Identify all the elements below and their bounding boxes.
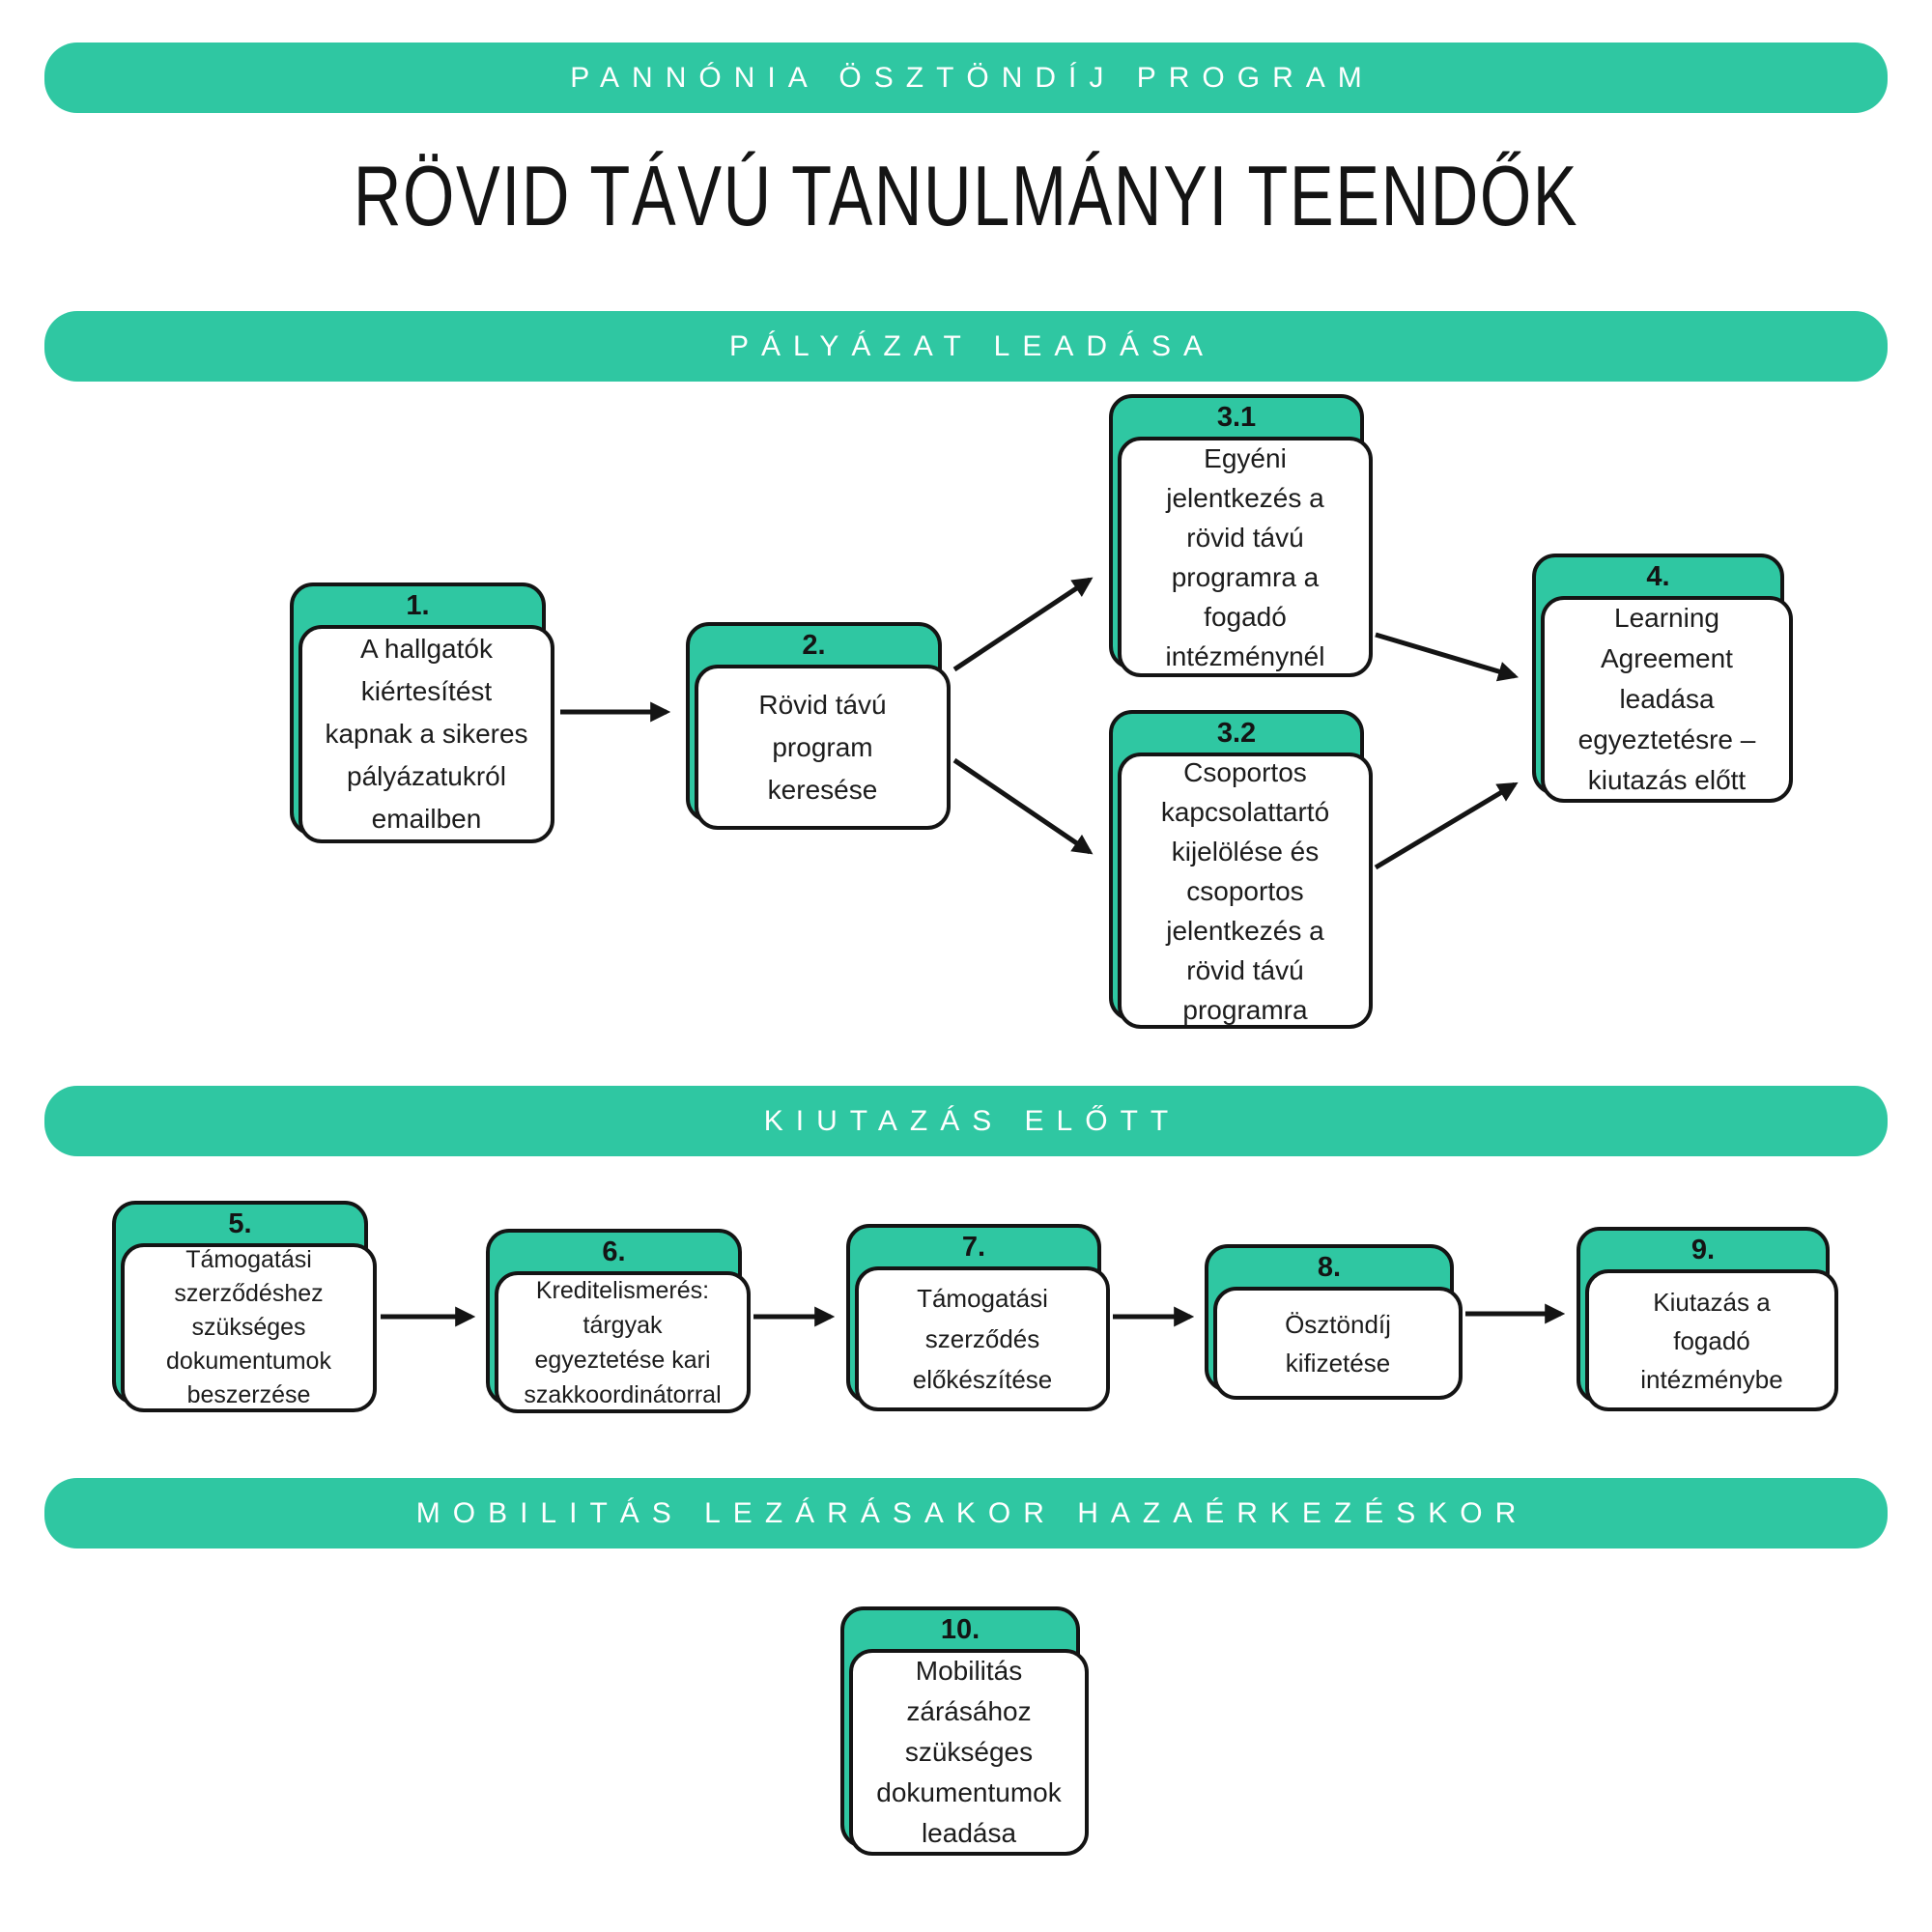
flow-node-8: 8. Ösztöndíj kifizetése	[1205, 1244, 1463, 1400]
node-number: 10.	[940, 1614, 980, 1645]
flow-node-1: 1. A hallgatók kiértesítést kapnak a sik…	[290, 582, 554, 843]
flow-node-3-2: 3.2 Csoportos kapcsolattartó kijelölése …	[1109, 710, 1373, 1029]
section-banner-kiutazas-elott: KIUTAZÁS ELŐTT	[44, 1086, 1888, 1156]
node-number: 7.	[961, 1232, 986, 1263]
node-number: 6.	[602, 1236, 626, 1267]
program-banner-label: PANNÓNIA ÖSZTÖNDÍJ PROGRAM	[570, 61, 1375, 94]
node-number: 2.	[802, 630, 826, 661]
node-text: Rövid távú program keresése	[758, 689, 887, 805]
node-body: Egyéni jelentkezés a rövid távú programr…	[1118, 437, 1373, 677]
node-number: 4.	[1646, 561, 1670, 592]
node-text: Támogatási szerződés előkészítése	[912, 1284, 1053, 1394]
node-body: Támogatási szerződés előkészítése	[855, 1266, 1110, 1411]
flow-node-4: 4. Learning Agreement leadása egyeztetés…	[1532, 554, 1793, 803]
node-text: Egyéni jelentkezés a rövid távú programr…	[1165, 442, 1325, 671]
flow-node-10: 10. Mobilitás zárásához szükséges dokume…	[840, 1606, 1089, 1856]
program-banner: PANNÓNIA ÖSZTÖNDÍJ PROGRAM	[44, 43, 1888, 113]
node-text: Csoportos kapcsolattartó kijelölése és c…	[1160, 756, 1330, 1025]
node-text: Kreditelismerés: tárgyak egyeztetése kar…	[524, 1276, 722, 1408]
flow-node-3-1: 3.1 Egyéni jelentkezés a rövid távú prog…	[1109, 394, 1373, 677]
section-banner-palyazat-leadasa: PÁLYÁZAT LEADÁSA	[44, 311, 1888, 382]
flow-node-7: 7. Támogatási szerződés előkészítése	[846, 1224, 1110, 1411]
arrow-3-2-to-4	[1374, 781, 1519, 870]
node-text: A hallgatók kiértesítést kapnak a sikere…	[325, 634, 528, 834]
node-text: Ösztöndíj kifizetése	[1285, 1309, 1391, 1378]
flow-node-5: 5. Támogatási szerződéshez szükséges dok…	[112, 1201, 377, 1412]
node-number: 3.1	[1216, 402, 1257, 433]
node-body: A hallgatók kiértesítést kapnak a sikere…	[298, 625, 554, 843]
flow-node-2: 2. Rövid távú program keresése	[686, 622, 951, 830]
node-number: 8.	[1317, 1252, 1342, 1283]
node-body: Ösztöndíj kifizetése	[1213, 1287, 1463, 1400]
page-title-text: RÖVID TÁVÚ TANULMÁNYI TEENDŐK	[353, 148, 1579, 243]
node-body: Rövid távú program keresése	[695, 665, 951, 830]
section-banner-label: MOBILITÁS LEZÁRÁSAKOR HAZAÉRKEZÉSKOR	[415, 1496, 1529, 1529]
node-text: Kiutazás a fogadó intézménybe	[1640, 1287, 1783, 1394]
section-banner-label: KIUTAZÁS ELŐTT	[763, 1104, 1181, 1137]
node-body: Mobilitás zárásához szükséges dokumentum…	[849, 1649, 1089, 1856]
node-body: Csoportos kapcsolattartó kijelölése és c…	[1118, 753, 1373, 1029]
node-number: 9.	[1690, 1235, 1716, 1265]
node-body: Learning Agreement leadása egyeztetésre …	[1541, 596, 1793, 803]
flow-node-9: 9. Kiutazás a fogadó intézménybe	[1577, 1227, 1838, 1411]
node-body: Támogatási szerződéshez szükséges dokume…	[121, 1243, 377, 1412]
arrow-2-to-3-1	[952, 577, 1094, 672]
page-title: RÖVID TÁVÚ TANULMÁNYI TEENDŐK	[0, 147, 1932, 245]
node-body: Kiutazás a fogadó intézménybe	[1585, 1269, 1838, 1411]
flow-node-6: 6. Kreditelismerés: tárgyak egyeztetése …	[486, 1229, 751, 1413]
node-text: Támogatási szerződéshez szükséges dokume…	[166, 1246, 331, 1408]
section-banner-label: PÁLYÁZAT LEADÁSA	[728, 329, 1216, 362]
node-number: 1.	[406, 590, 430, 621]
node-number: 5.	[228, 1208, 252, 1239]
section-banner-mobilitas-lezarasa: MOBILITÁS LEZÁRÁSAKOR HAZAÉRKEZÉSKOR	[44, 1478, 1888, 1548]
arrow-2-to-3-2	[952, 757, 1094, 855]
node-number: 3.2	[1216, 718, 1257, 749]
node-text: Learning Agreement leadása egyeztetésre …	[1577, 603, 1756, 795]
node-text: Mobilitás zárásához szükséges dokumentum…	[876, 1656, 1062, 1848]
arrow-3-1-to-4	[1375, 632, 1520, 682]
node-body: Kreditelismerés: tárgyak egyeztetése kar…	[495, 1271, 751, 1413]
